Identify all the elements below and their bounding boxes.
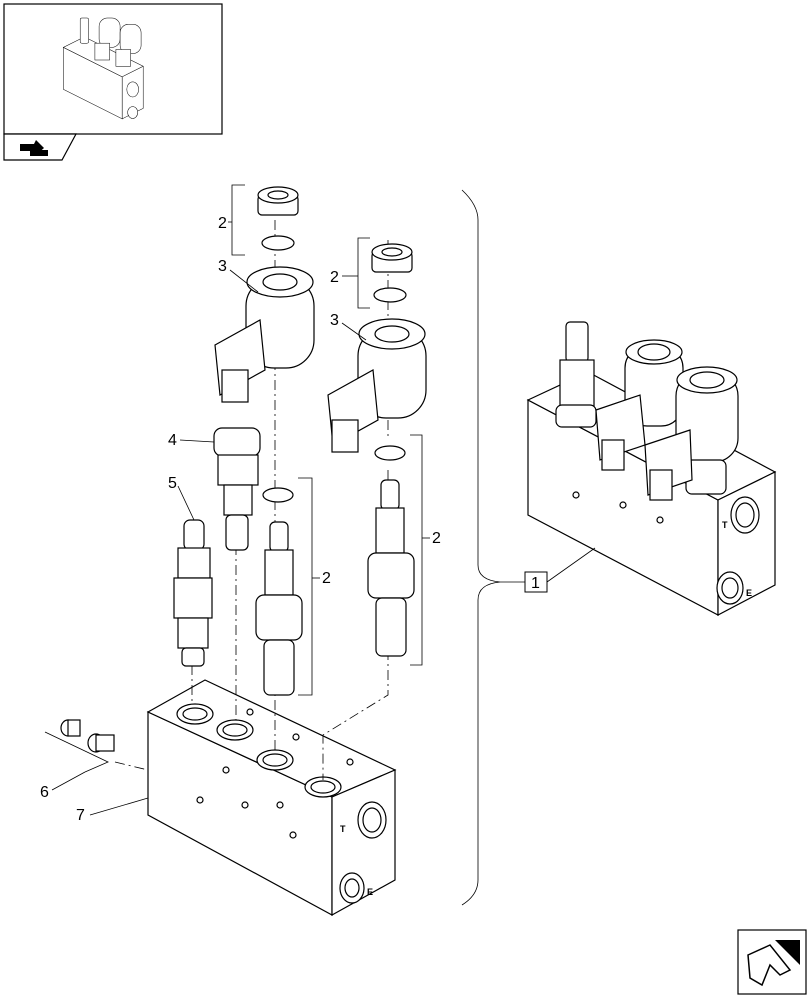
- solenoid-coil-left: [214, 266, 315, 403]
- callout-6: 6: [40, 784, 49, 801]
- solenoid-cartridge-right: [367, 479, 415, 657]
- relief-valve-cartridge: [173, 519, 213, 667]
- manifold-port-t: T: [340, 824, 346, 834]
- callout-2-a: 2: [218, 215, 227, 232]
- port-t-label: T: [722, 520, 728, 530]
- callout-7: 7: [76, 807, 85, 824]
- solenoid-coil-right: [327, 318, 427, 453]
- o-ring-left-mid: [262, 487, 294, 503]
- port-e-label: E: [746, 588, 752, 598]
- solenoid-cartridge-left: [255, 521, 303, 696]
- check-valve-cartridge: [213, 427, 261, 551]
- callout-4: 4: [168, 432, 177, 449]
- solenoid-nut-right: [371, 243, 413, 273]
- o-ring-right-mid: [374, 445, 406, 461]
- assembly-thumbnail[interactable]: [3, 3, 223, 135]
- solenoid-nut-left: [257, 186, 299, 216]
- o-ring-left-top: [261, 235, 295, 251]
- callout-3-b: 3: [330, 312, 339, 329]
- callout-1: 1: [531, 575, 540, 592]
- plug-fitting: [44, 719, 115, 773]
- callout-2-b: 2: [330, 269, 339, 286]
- callout-5: 5: [168, 475, 177, 492]
- o-ring-right-top: [373, 287, 407, 303]
- manifold-port-e: E: [367, 887, 373, 897]
- callout-3-a: 3: [218, 258, 227, 275]
- callout-2-d: 2: [432, 530, 441, 547]
- manifold-block: T E: [146, 679, 397, 917]
- callout-2-c: 2: [322, 570, 331, 587]
- next-page-arrow-icon[interactable]: [737, 929, 807, 995]
- assembly-thumbnail-icon[interactable]: [3, 133, 78, 161]
- assembled-valve-block: T E: [526, 321, 777, 616]
